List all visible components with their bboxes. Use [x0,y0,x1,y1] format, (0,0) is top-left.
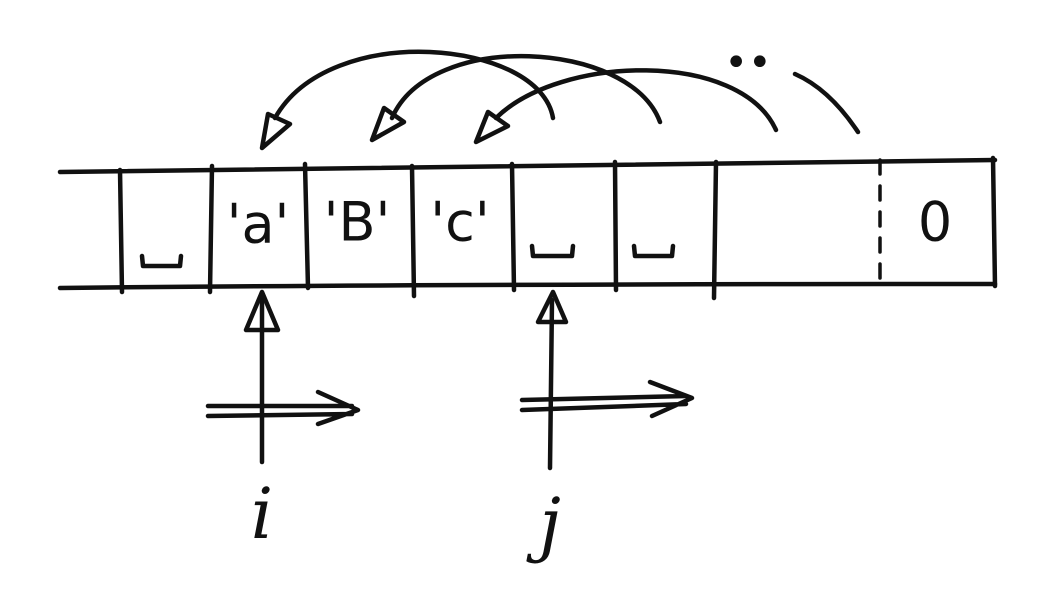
continuation-dots: •• [724,40,771,86]
pointer-j: j [519,289,695,565]
pointer-j-shaft [547,297,555,471]
cell-char-b: 'B' [324,191,391,254]
cell-divider [711,159,719,301]
pointer-i-advance-arrow [205,389,361,427]
copy-arrowhead [259,111,293,151]
copy-arc [792,71,861,135]
array-top-border [57,157,998,175]
cell-char-c: 'c' [430,191,489,254]
cell-char-a: 'a' [227,193,290,256]
array-strip [57,155,998,301]
cell-terminator: 0 [918,191,952,254]
copy-arrowhead [369,105,407,143]
copy-arc [493,68,779,133]
cell-divider [509,161,517,293]
pointer-i-arrowhead [243,289,281,333]
pointer-i-label: i [251,473,273,555]
array-bottom-border [57,281,998,291]
cell-divider [409,163,417,299]
space-mark [631,243,676,259]
cell-divider [207,163,215,295]
pointer-i: i [205,289,361,555]
cell-divider [117,167,125,295]
copy-arrowhead [473,109,511,145]
pointer-j-label: j [526,483,561,565]
copy-arcs: •• [259,40,861,151]
copy-arc [389,54,663,125]
pointer-j-advance-arrow [519,379,695,419]
cell-divider [612,159,619,293]
space-mark [529,243,576,259]
space-mark [139,253,184,269]
array-right-border [990,155,998,289]
array-cells: 'a' 'B' 'c' 0 [139,191,952,269]
pointer-j-arrowhead [535,289,569,325]
cell-divider [302,161,311,291]
